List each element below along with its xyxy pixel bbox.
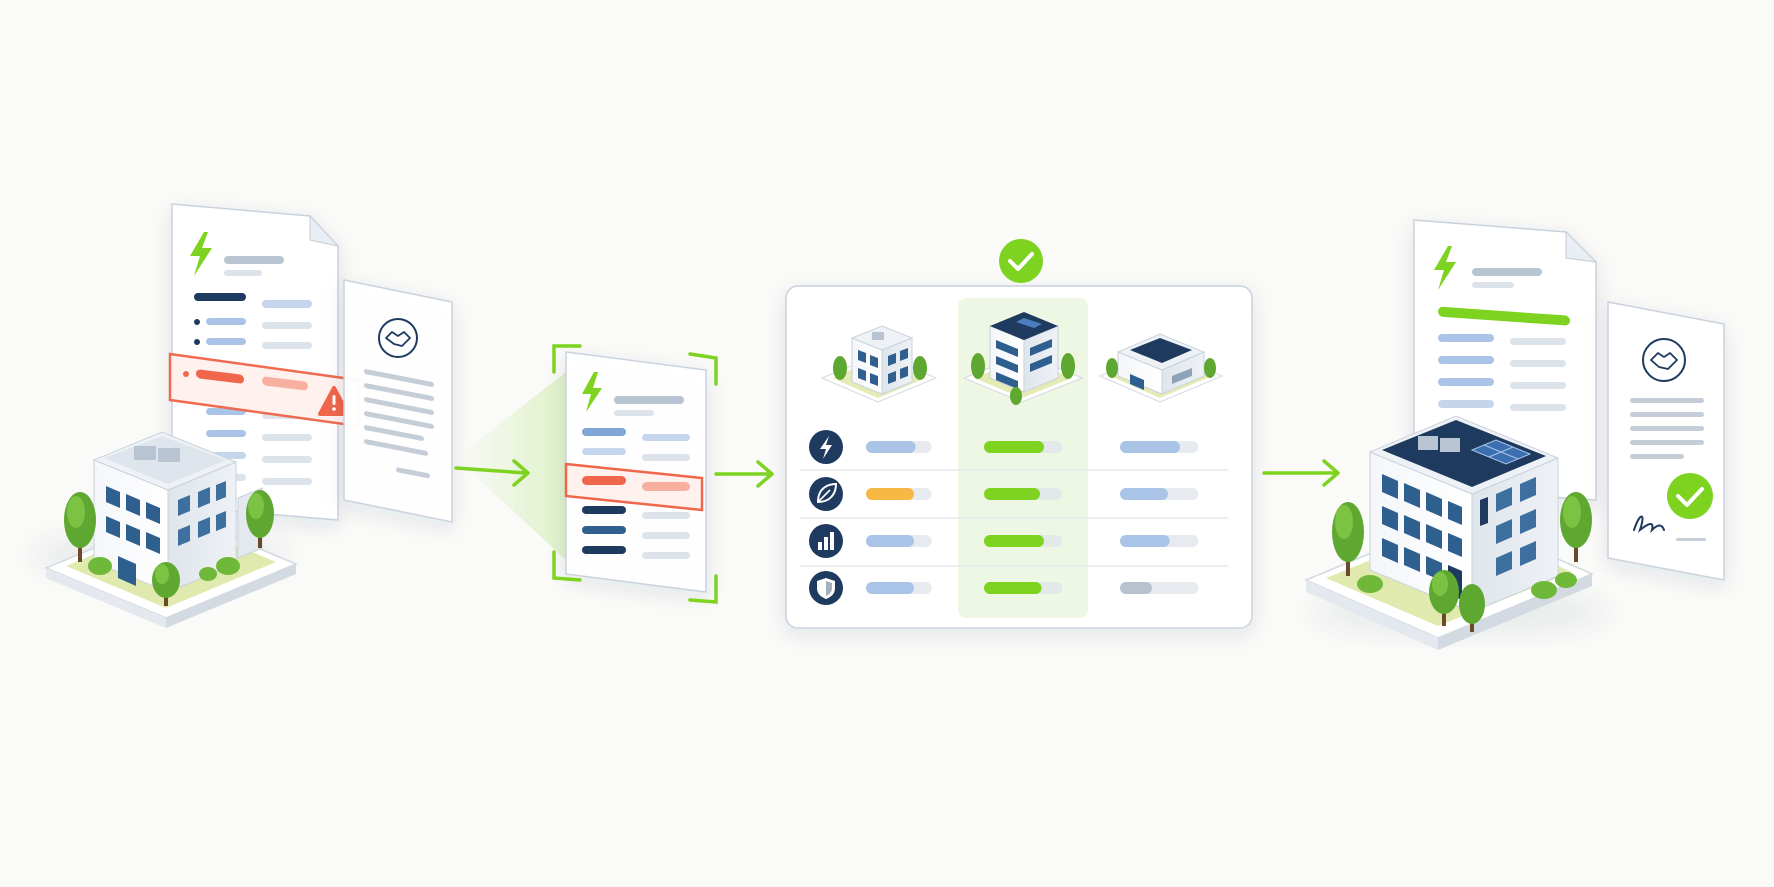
contract-title-bar [224,256,284,264]
stage-contract-analysis [456,344,718,604]
approved-status-bar [1438,306,1570,326]
approved-title-bar [1472,268,1542,276]
score-bar [866,582,914,594]
handshake-icon [378,318,418,358]
leaf-icon [809,477,843,511]
score-bar [1120,488,1168,500]
building-option-2 [962,312,1084,405]
shrub [1555,572,1577,588]
signed-agreement-lines [1630,398,1706,541]
tree [1429,570,1459,626]
agreement-document [343,279,453,523]
signature-icon [1633,515,1665,534]
score-bar [1120,535,1170,547]
tree [246,490,274,548]
shrub [216,557,240,575]
approved-subtitle-bar [1472,282,1514,288]
agreement-lines [364,369,434,479]
row-dividers [800,469,1228,567]
score-bar [984,535,1044,547]
contract-subtitle-bar [224,270,262,276]
arrow-right-icon [1262,459,1340,487]
score-bar [866,441,916,453]
stage-approved-contract [1304,219,1725,650]
analysed-title-bar [614,396,684,404]
tree [1459,584,1485,632]
scan-frame [552,344,718,604]
score-bar [984,441,1044,453]
stage-option-comparison [785,239,1253,629]
shrub [1531,581,1557,599]
lightning-bolt-icon [809,430,843,464]
score-bar [866,535,914,547]
upgraded-building [1304,415,1594,650]
solar-panel [1470,439,1532,465]
score-bars [866,441,1199,594]
shrub [88,557,112,575]
building-option-3 [1098,333,1224,403]
check-circle-icon [1667,473,1713,519]
lightning-bolt-icon [582,372,602,412]
analysed-subtitle-bar [614,410,654,416]
analysed-lines [582,428,690,559]
tree [64,492,96,562]
shield-icon [809,571,843,605]
stage-original-contract [30,203,453,628]
original-building [44,431,298,628]
score-bar [1120,582,1152,594]
approved-lines [1438,334,1566,411]
score-bar [984,582,1042,594]
warning-triangle-icon [318,386,350,416]
shrub [199,567,217,581]
shrub [1357,575,1383,593]
lightning-bolt-icon [1434,246,1456,290]
building-option-1 [820,325,938,403]
tree [1560,492,1592,562]
arrow-right-icon [714,460,774,488]
tree [1332,502,1364,576]
score-bar [984,488,1040,500]
tree [152,562,180,606]
check-circle-icon [999,239,1043,283]
handshake-icon [1642,338,1686,382]
lightning-bolt-icon [190,232,212,276]
scan-beam [456,372,566,560]
flagged-clause [168,352,360,428]
score-bar [866,488,914,500]
bar-chart-icon [809,524,843,558]
score-bar [1120,441,1180,453]
flagged-clause [564,462,704,512]
